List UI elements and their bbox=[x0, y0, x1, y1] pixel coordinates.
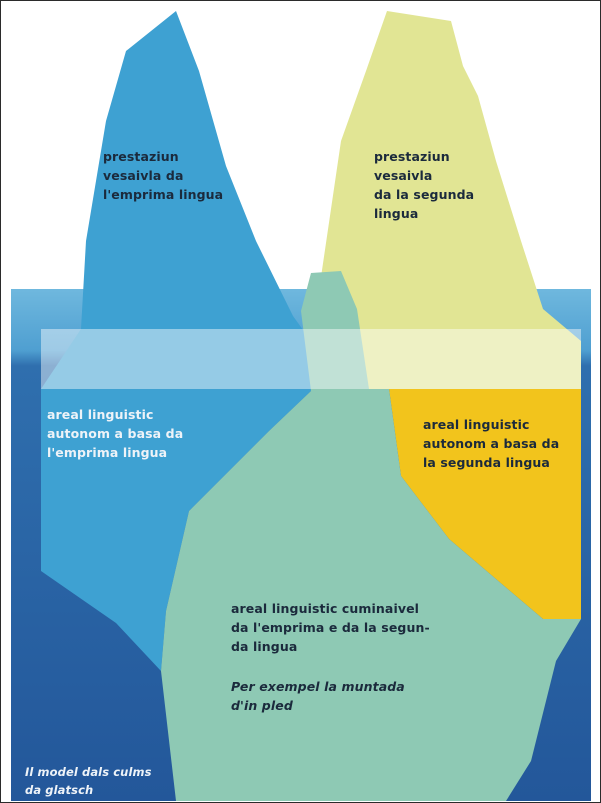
label-visible-first-language: prestaziun vesaivla da l'emprima lingua bbox=[103, 149, 224, 202]
iceberg-second-autonomous-area bbox=[389, 389, 581, 619]
figure-caption: Il model dals culms da glatsch bbox=[25, 765, 152, 797]
iceberg-illustration: prestaziun vesaivla da l'emprima lingua … bbox=[11, 11, 591, 801]
label-example: Per exempel la muntada d'in pled bbox=[231, 679, 405, 713]
label-autonomous-first-language: areal linguistic autonom a basa da l'emp… bbox=[47, 407, 184, 460]
iceberg-first-language bbox=[41, 11, 311, 671]
iceberg-second-language bbox=[316, 11, 581, 389]
waterline-band bbox=[41, 329, 581, 389]
iceberg-common-area bbox=[161, 271, 581, 801]
label-common-area: areal linguistic cuminaivel da l'emprima… bbox=[231, 601, 430, 654]
iceberg-diagram bbox=[11, 11, 591, 801]
label-autonomous-second-language: areal linguistic autonom a basa da la se… bbox=[423, 417, 560, 470]
label-visible-second-language: prestaziun vesaivla da la segunda lingua bbox=[374, 149, 475, 221]
